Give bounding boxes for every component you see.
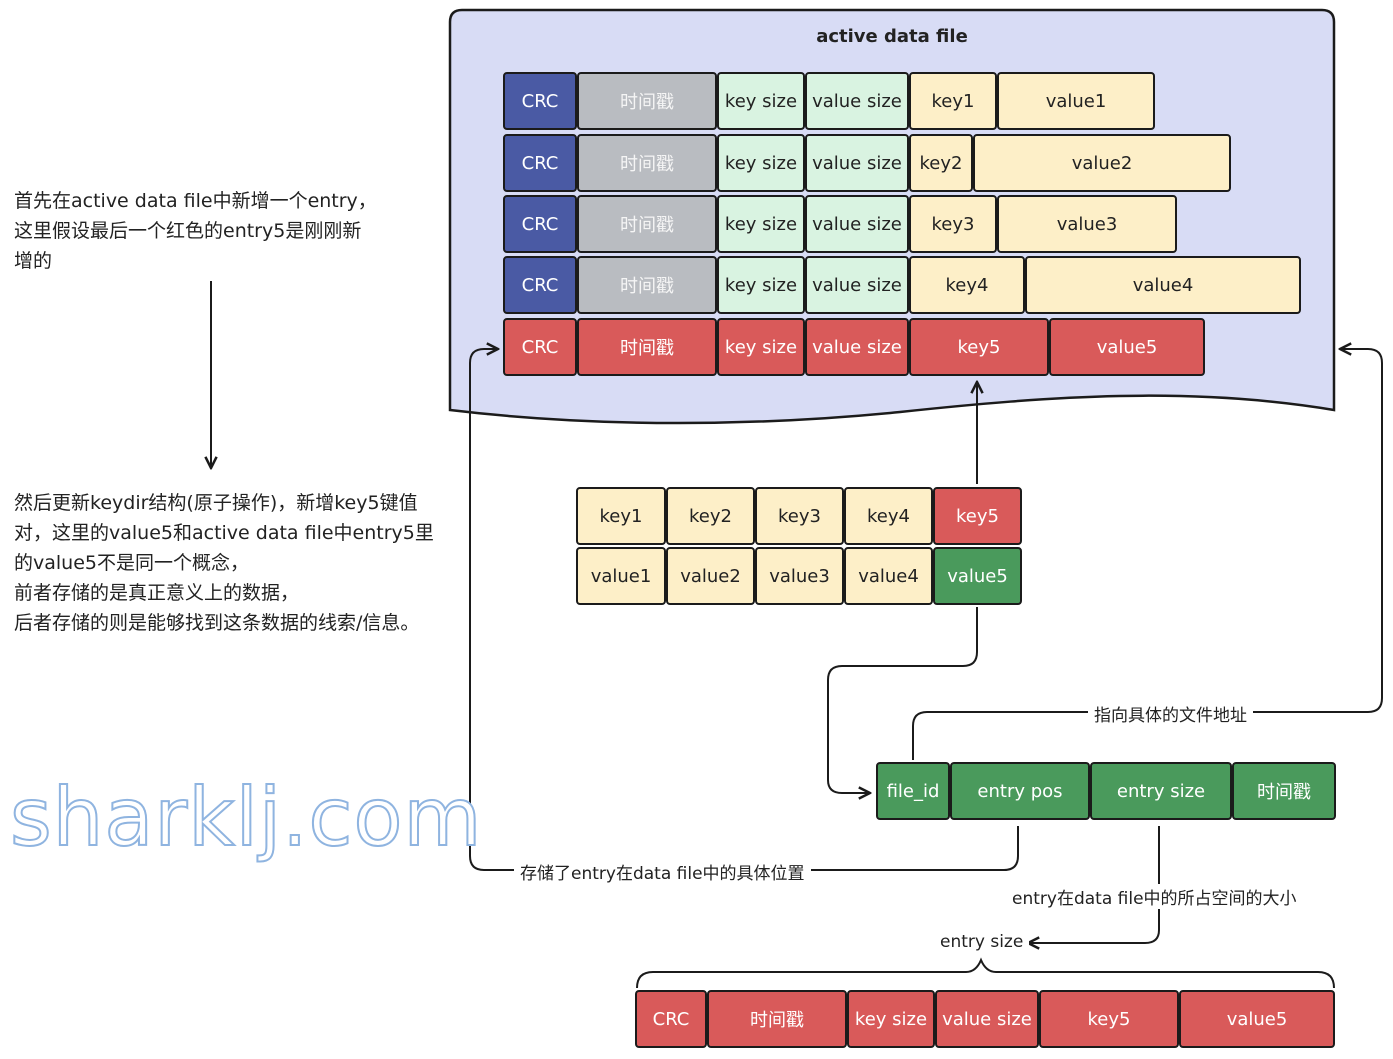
value-field: value5 [1049,318,1205,376]
step2-note: 然后更新keydir结构(原子操作)，新增key5键值 对，这里的value5和… [14,488,434,638]
key-size-field: key size [717,256,805,314]
crc-field: CRC [503,256,577,314]
crc-field: CRC [503,195,577,253]
note-line: 对，这里的value5和active data file中entry5里 [14,522,434,544]
keydir-value: value3 [755,547,844,605]
file-id-field: file_id [876,762,950,820]
keydir-value: value1 [576,547,666,605]
note-line: 前者存储的是真正意义上的数据， [14,582,300,604]
active-file-title: active data file [816,26,968,47]
crc-field: CRC [503,72,577,130]
key-field: key5 [1039,990,1179,1048]
keydir-key-new: key5 [933,487,1022,545]
points-to-file-label: 指向具体的文件地址 [1088,701,1253,726]
timestamp-field: 时间戳 [1232,762,1336,820]
keydir-value: value4 [844,547,933,605]
value-size-field: value size [805,195,909,253]
timestamp-field: 时间戳 [577,195,717,253]
value-size-field: value size [805,318,909,376]
keydir-values-row: value1 value2 value3 value4 value5 [576,547,1022,605]
note-line: 然后更新keydir结构(原子操作)，新增key5键值 [14,492,418,514]
key-size-field: key size [717,195,805,253]
key-field: key2 [909,134,973,192]
entry-size-brace [636,957,1335,989]
key-field: key5 [909,318,1049,376]
entry-row-3: CRC 时间戳 key size value size key3 value3 [503,195,1177,253]
keydir-record: file_id entry pos entry size 时间戳 [876,762,1336,820]
timestamp-field: 时间戳 [577,72,717,130]
note-line: 首先在active data file中新增一个entry， [14,190,377,212]
value-size-field: value size [935,990,1039,1048]
timestamp-field: 时间戳 [577,256,717,314]
value-size-field: value size [805,134,909,192]
value-field: value5 [1179,990,1335,1048]
entry-row-2: CRC 时间戳 key size value size key2 value2 [503,134,1231,192]
space-size-label: entry在data file中的所占空间的大小 [1006,884,1303,909]
keydir-value-new: value5 [933,547,1022,605]
key-field: key3 [909,195,997,253]
watermark: sharklj.com [9,770,483,865]
entry-size-field: entry size [1090,762,1232,820]
crc-field: CRC [635,990,707,1048]
entry-layout-row: CRC 时间戳 key size value size key5 value5 [635,990,1335,1048]
timestamp-field: 时间戳 [577,318,717,376]
value-field: value4 [1025,256,1301,314]
key-size-field: key size [847,990,935,1048]
timestamp-field: 时间戳 [707,990,847,1048]
note-line: 增的 [14,250,53,272]
note-line: 的value5不是同一个概念， [14,552,249,574]
crc-field: CRC [503,318,577,376]
note-line: 后者存储的则是能够找到这条数据的线索/信息。 [14,612,420,634]
entry-row-4: CRC 时间戳 key size value size key4 value4 [503,256,1301,314]
keydir-key: key2 [666,487,755,545]
value-field: value2 [973,134,1231,192]
note-line: 这里假设最后一个红色的entry5是刚刚新 [14,220,362,242]
value-field: value1 [997,72,1155,130]
stores-position-label: 存储了entry在data file中的具体位置 [514,859,811,884]
step1-note: 首先在active data file中新增一个entry， 这里假设最后一个红… [14,186,377,276]
crc-field: CRC [503,134,577,192]
key-size-field: key size [717,318,805,376]
value-size-field: value size [805,72,909,130]
keydir-key: key4 [844,487,933,545]
value-size-field: value size [805,256,909,314]
keydir-key: key1 [576,487,666,545]
entry-pos-field: entry pos [950,762,1090,820]
key-field: key4 [909,256,1025,314]
entry-row-1: CRC 时间戳 key size value size key1 value1 [503,72,1155,130]
keydir-keys-row: key1 key2 key3 key4 key5 [576,487,1022,545]
value-field: value3 [997,195,1177,253]
key-size-field: key size [717,72,805,130]
timestamp-field: 时间戳 [577,134,717,192]
keydir-key: key3 [755,487,844,545]
key-field: key1 [909,72,997,130]
entry-size-label: entry size [934,932,1030,952]
entry-row-5-new: CRC 时间戳 key size value size key5 value5 [503,318,1205,376]
keydir-value: value2 [666,547,755,605]
key-size-field: key size [717,134,805,192]
